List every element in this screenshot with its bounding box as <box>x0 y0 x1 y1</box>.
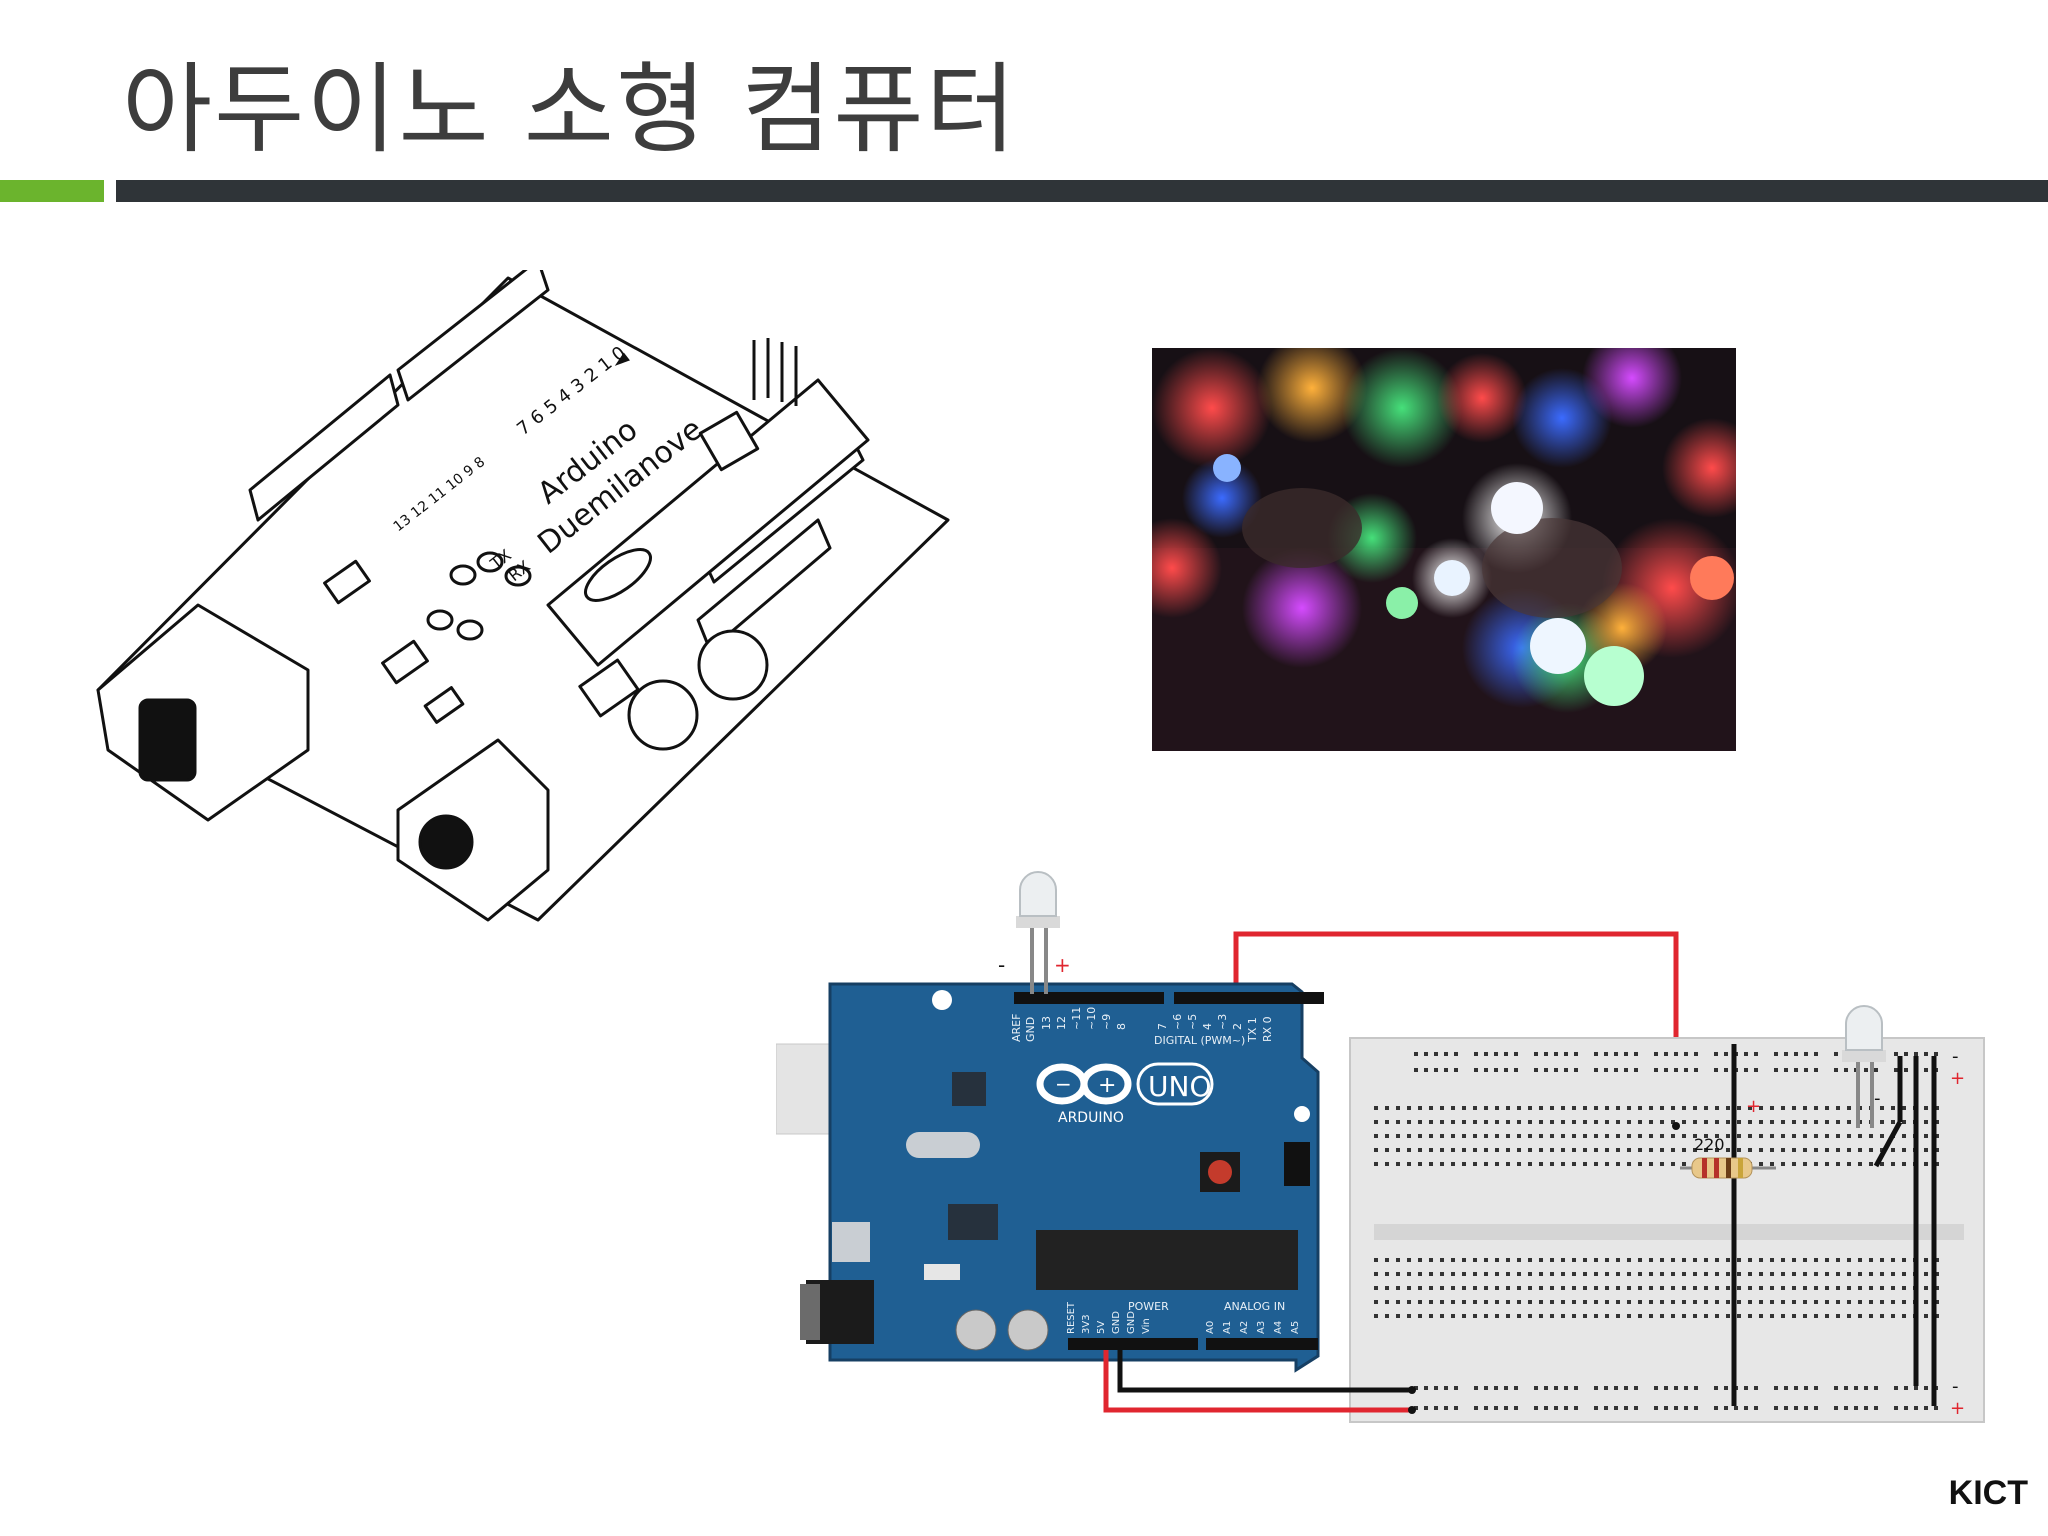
pin-label-9: ~9 <box>1100 1014 1113 1030</box>
led-photo-art <box>1152 348 1736 751</box>
pin-label-7: 7 <box>1156 1023 1169 1030</box>
led-photo <box>1152 348 1736 751</box>
pin-label-gnd-1: GND <box>1111 1311 1122 1334</box>
rail-bottom-plus: + <box>1950 1398 1965 1419</box>
pin-label-12: 12 <box>1055 1016 1068 1030</box>
led-2 <box>1842 1005 1886 1128</box>
pin-label-rx0: RX 0 <box>1261 1016 1274 1042</box>
pin-label-gnd: GND <box>1024 1017 1037 1042</box>
sketch-capacitor-1 <box>627 679 699 751</box>
rail-bottom-minus: - <box>1952 1376 1959 1397</box>
pin-label-13: 13 <box>1040 1016 1053 1030</box>
icsp-header <box>1284 1142 1310 1186</box>
arduino-sketch-illustration: Arduino Duemilanove TX RX 7 6 5 4 3 2 1 … <box>96 270 950 922</box>
pin-label-a2: A2 <box>1239 1321 1250 1334</box>
pin-label-5v: 5V <box>1096 1321 1107 1334</box>
pin-label-5: ~5 <box>1186 1014 1199 1030</box>
power-analog-header <box>1068 1338 1318 1350</box>
pin-label-10: ~10 <box>1085 1007 1098 1030</box>
digital-header-label: DIGITAL (PWM~) <box>1154 1034 1245 1047</box>
pin-label-a3: A3 <box>1256 1321 1267 1334</box>
pin-label-a0: A0 <box>1205 1321 1216 1334</box>
capacitor-right <box>1007 1309 1049 1351</box>
capacitor-left <box>955 1309 997 1351</box>
power-label: POWER <box>1128 1300 1169 1313</box>
sketch-header-right <box>396 270 550 402</box>
pin-label-tx1: TX 1 <box>1246 1017 1259 1043</box>
led-1 <box>1016 871 1060 994</box>
rail-top-minus: - <box>1952 1046 1959 1067</box>
arduino-logo-icon <box>1036 1063 1132 1105</box>
sketch-jack-hole <box>418 814 474 870</box>
sketch-crystal <box>584 548 652 602</box>
header-divider-bar <box>116 180 2048 202</box>
atmega-chip <box>1036 1230 1298 1290</box>
sketch-capacitor-2 <box>697 629 769 701</box>
pin-label-4: 4 <box>1201 1023 1214 1030</box>
pin-label-vin: Vin <box>1141 1318 1152 1334</box>
pin-label-3v3: 3V3 <box>1081 1314 1092 1334</box>
rail-top-plus: + <box>1950 1068 1965 1089</box>
led2-minus: - <box>1874 1088 1881 1109</box>
resistor-value: 220 <box>1694 1135 1725 1154</box>
svg-text:−: − <box>1055 1072 1072 1096</box>
pin-label-8: 8 <box>1115 1023 1128 1030</box>
led1-minus: - <box>998 953 1005 977</box>
pin-label-a5: A5 <box>1290 1321 1301 1334</box>
sketch-header-left <box>248 373 400 522</box>
pin-label-3: ~3 <box>1216 1014 1229 1030</box>
pin-label-2: 2 <box>1231 1023 1244 1030</box>
pin-label-reset: RESET <box>1066 1301 1077 1334</box>
header-accent-bar <box>0 180 104 202</box>
pin-label-gnd-2: GND <box>1126 1311 1137 1334</box>
uno-badge <box>1136 1062 1214 1106</box>
slide-title: 아두이노 소형 컴퓨터 <box>122 53 1018 167</box>
digital-header <box>1014 992 1324 1004</box>
pin-label-a1: A1 <box>1222 1321 1233 1334</box>
wire-5v-red <box>1103 1350 1412 1413</box>
pin-label-11: ~11 <box>1070 1007 1083 1030</box>
pin-label-aref: AREF <box>1010 1014 1023 1042</box>
led1-plus: + <box>1054 953 1071 977</box>
analog-label: ANALOG IN <box>1224 1300 1285 1313</box>
breadboard-holes <box>1374 1052 1939 1410</box>
wire-gnd-black <box>1117 1350 1412 1393</box>
circuit-diagram: AREF GND 13 12 ~11 ~10 ~9 8 7 ~6 ~5 4 ~3… <box>776 871 1985 1423</box>
uno-label: UNO <box>1148 1070 1211 1103</box>
crystal <box>906 1132 980 1158</box>
sketch-reset-button <box>698 410 760 472</box>
footer-logo: KICT <box>1948 1474 2028 1512</box>
led2-plus: + <box>1746 1096 1761 1117</box>
pin-label-a4: A4 <box>1273 1321 1284 1334</box>
sketch-usb-opening <box>138 698 197 782</box>
sketch-header-analog <box>696 518 832 652</box>
svg-text:+: + <box>1098 1073 1116 1098</box>
pin-label-6: ~6 <box>1171 1014 1184 1030</box>
sketch-power-jack <box>396 738 550 922</box>
arduino-brand-label: ARDUINO <box>1058 1110 1124 1126</box>
